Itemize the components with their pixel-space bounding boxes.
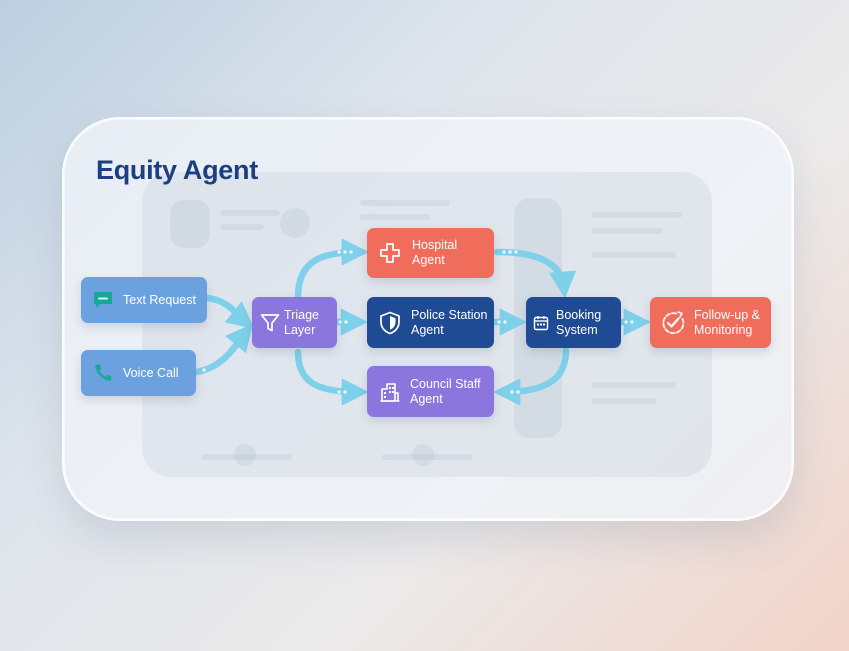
node-label: Text Request <box>123 292 196 307</box>
node-triage-layer[interactable]: Triage Layer <box>252 297 337 348</box>
node-label: Follow-up & Monitoring <box>694 307 760 337</box>
arrow-booking-to-council <box>493 346 570 406</box>
arrow-voice-to-triage <box>193 323 253 376</box>
check-circle-icon <box>660 310 686 336</box>
arrow-triage-to-hospital <box>294 238 369 301</box>
building-icon <box>379 381 401 403</box>
arrow-text-to-triage <box>203 294 255 329</box>
node-label: Hospital Agent <box>412 238 458 267</box>
phone-icon <box>92 363 114 383</box>
node-council-staff-agent[interactable]: Council Staff Agent <box>367 366 494 417</box>
diagram-title: Equity Agent <box>96 155 258 185</box>
node-text-request[interactable]: Text Request <box>81 277 207 323</box>
shield-icon <box>379 311 401 335</box>
node-label: Booking System <box>556 307 602 337</box>
node-booking-system[interactable]: Booking System <box>526 297 621 348</box>
node-label: Council Staff Agent <box>410 376 481 406</box>
calendar-icon <box>532 315 550 331</box>
node-police-station-agent[interactable]: Police Station Agent <box>367 297 494 348</box>
node-voice-call[interactable]: Voice Call <box>81 350 196 396</box>
node-follow-up-monitoring[interactable]: Follow-up & Monitoring <box>650 297 771 348</box>
node-label: Voice Call <box>123 365 179 380</box>
node-hospital-agent[interactable]: Hospital Agent <box>367 228 494 278</box>
funnel-icon <box>260 312 280 334</box>
node-label: Police Station Agent <box>411 307 488 337</box>
arrow-hospital-to-booking <box>493 248 577 299</box>
chat-bubble-icon <box>92 290 114 310</box>
node-label: Triage Layer <box>284 307 319 337</box>
medical-cross-icon <box>379 242 401 264</box>
arrow-triage-to-council <box>294 348 369 406</box>
